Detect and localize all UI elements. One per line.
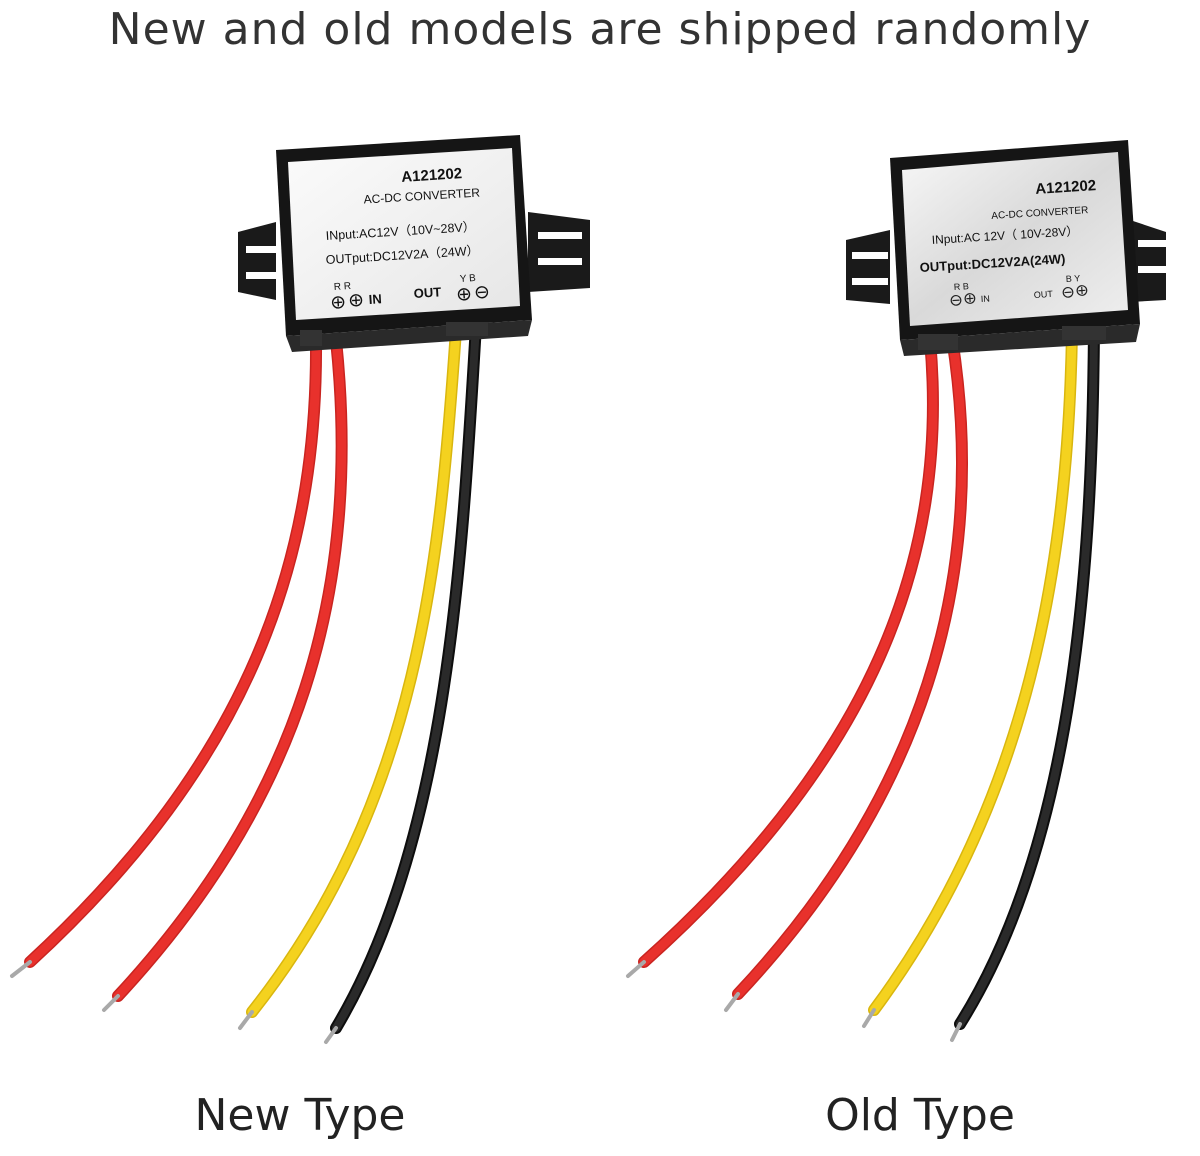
new-out-label: OUT [413,284,441,301]
old-out-terminal-icons [1062,285,1088,298]
old-out-label: OUT [1034,289,1054,300]
new-type-wires [24,319,482,1034]
new-wire-tips [10,960,338,1044]
old-yellow-wire [868,326,1078,1016]
old-red-wire-1 [638,334,939,968]
new-type-converter: A121202 AC-DC CONVERTER INput:AC12V（10V~… [10,135,590,1044]
old-model-text: A121202 [1035,177,1097,198]
new-out-terminal-icons [457,286,489,301]
new-red-wire-1 [24,334,323,968]
new-model-text: A121202 [401,165,463,186]
old-in-terminal-icons [950,293,976,306]
old-in-label: IN [981,293,991,304]
old-type-wires [638,324,1100,1030]
old-type-caption: Old Type [825,1090,1015,1141]
new-yellow-wire [246,324,462,1018]
new-type-caption: New Type [194,1090,406,1141]
old-in-letters: R B [954,281,970,292]
new-out-letters: Y B [460,273,477,285]
new-in-terminal-icons [331,294,363,309]
new-in-letters: R R [334,281,352,293]
headline: New and old models are shipped randomly [108,4,1092,55]
old-label: A121202 AC-DC CONVERTER INput:AC 12V（ 10… [902,152,1128,326]
old-type-converter: A121202 AC-DC CONVERTER INput:AC 12V（ 10… [626,140,1166,1042]
new-label: A121202 AC-DC CONVERTER INput:AC12V（10V~… [288,148,520,320]
old-out-letters: B Y [1066,273,1081,284]
old-wire-tips [626,960,962,1042]
new-in-label: IN [368,291,382,307]
